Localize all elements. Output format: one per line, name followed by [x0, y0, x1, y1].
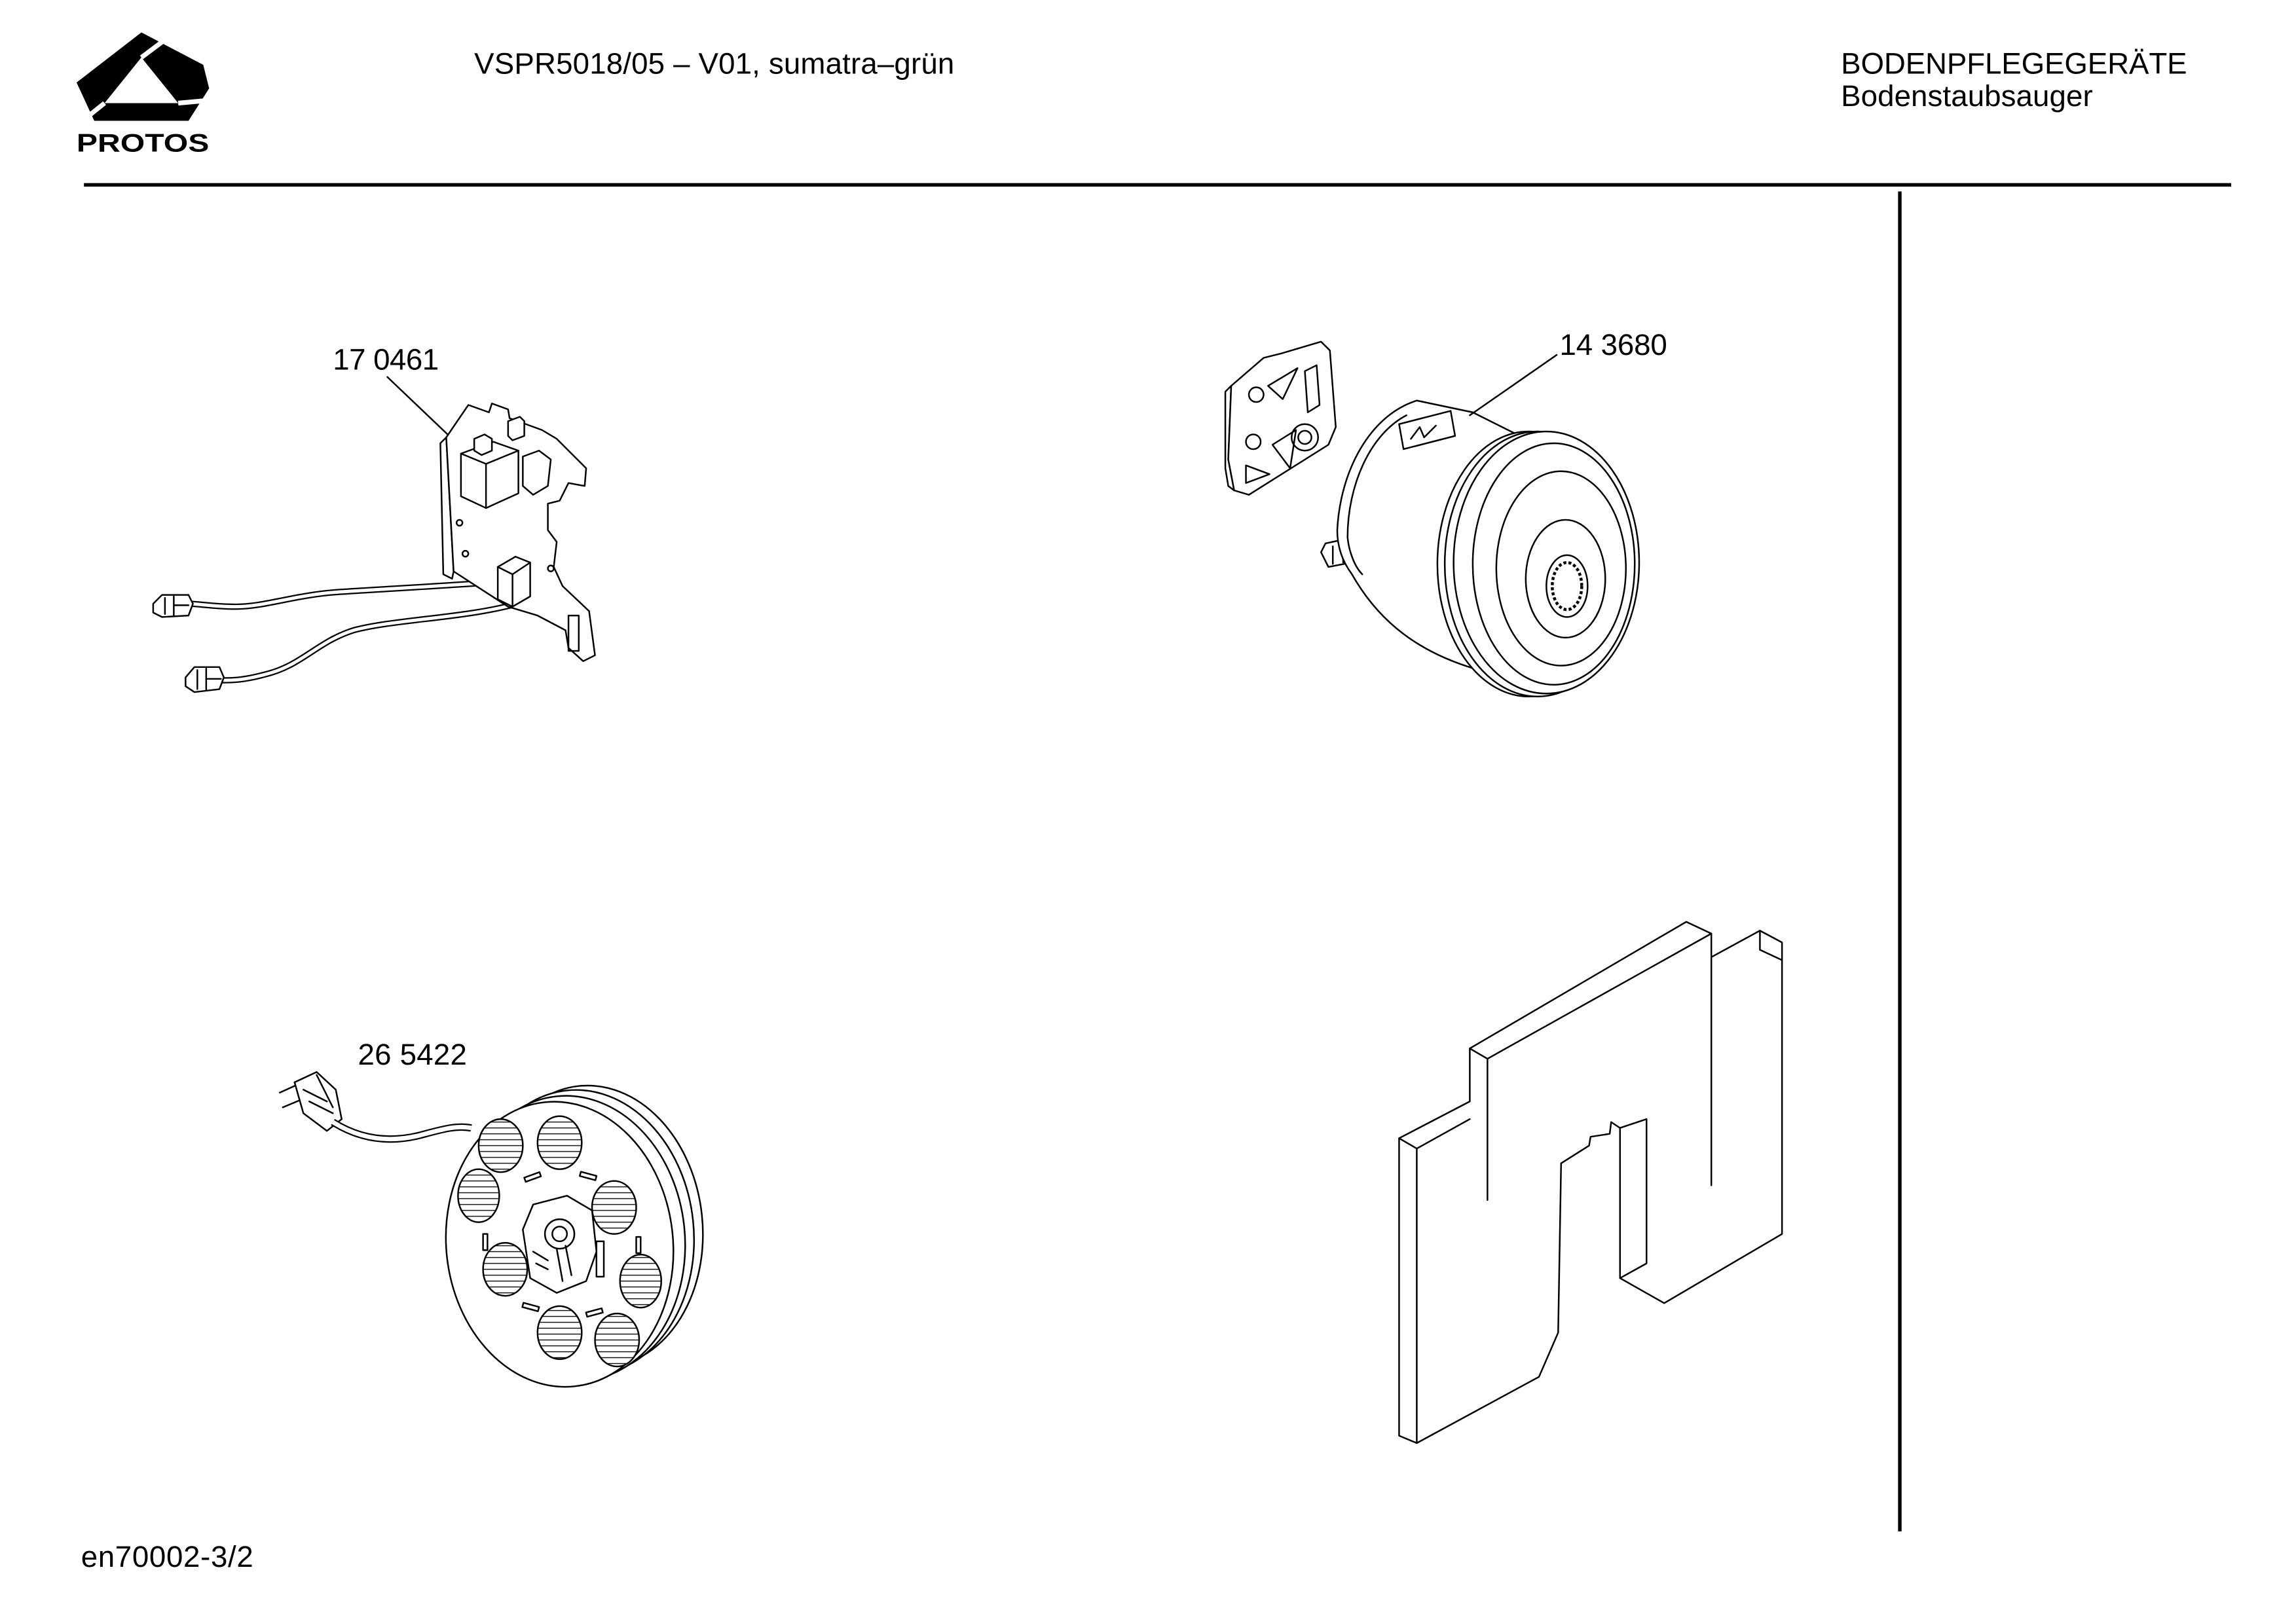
logo-inner-triangle: [104, 57, 179, 103]
reel-slot: [635, 1236, 642, 1255]
protos-logo: PROTOS: [76, 32, 211, 158]
logo-gap: [81, 101, 106, 123]
filter-edge: [1416, 1118, 1471, 1150]
reel-hole: [536, 1115, 583, 1170]
reel-hole: [457, 1168, 500, 1223]
mounting-hole: [461, 549, 470, 558]
mounting-hole: [547, 564, 555, 572]
fan-housing-ring: [1472, 442, 1636, 686]
rating-label: [1398, 410, 1456, 450]
switch-tab: [507, 416, 525, 441]
switch-bracket: [522, 449, 552, 496]
fan-hub: [1525, 519, 1606, 639]
switch-button: [473, 433, 493, 456]
capacitor: [496, 555, 531, 608]
reel-hole: [477, 1118, 524, 1173]
filter-foam-icon: [1398, 921, 1783, 1444]
switch-pcb-icon: 17 0461: [152, 343, 596, 693]
subcategory-heading: Bodenstaubsauger: [1841, 79, 2093, 113]
motor-body-edge: [1346, 414, 1407, 576]
fan-impeller-teeth: [1551, 560, 1583, 612]
reel-hub: [522, 1194, 605, 1294]
motor-icon: 14 3680: [1224, 328, 1667, 698]
part-number-label: 17 0461: [333, 343, 439, 376]
filter-edge: [1619, 1118, 1648, 1279]
logo-text: PROTOS: [77, 129, 209, 158]
filter-edge: [1759, 930, 1783, 961]
filter-edge: [1487, 932, 1713, 1060]
reel-hole: [536, 1305, 583, 1361]
board-slot: [567, 614, 580, 652]
motor-bracket: [1224, 340, 1337, 496]
part-number-label: 26 5422: [358, 1038, 466, 1071]
fan-housing-ring: [1495, 470, 1627, 667]
reel-hole: [619, 1253, 662, 1309]
logo-gap: [177, 98, 211, 106]
category-heading: BODENPFLEGEGERÄTE: [1841, 47, 2187, 81]
leader-line: [1469, 354, 1558, 416]
mounting-hole: [455, 519, 464, 527]
reel-slot: [585, 1307, 604, 1318]
wire-core: [221, 599, 528, 682]
reel-hole: [591, 1180, 637, 1235]
wire-core: [188, 579, 501, 609]
reel-slot: [482, 1233, 489, 1251]
filter-outline: [1398, 921, 1783, 1444]
part-number-label: 14 3680: [1560, 328, 1667, 361]
reel-hole: [594, 1312, 640, 1368]
spade-connector: [185, 666, 225, 693]
reel-hole: [482, 1241, 528, 1297]
logo-gap: [139, 37, 167, 60]
fan-housing-front: [1453, 430, 1640, 695]
leader-line: [386, 376, 451, 437]
document-title: VSPR5018/05 – V01, sumatra–grün: [474, 47, 954, 81]
pcb-board: [445, 403, 596, 663]
reel-slot: [521, 1302, 540, 1312]
document-code: en70002-3/2: [81, 1540, 253, 1573]
mains-plug: [279, 1071, 343, 1132]
switch-body: [460, 441, 519, 509]
reel-slot: [523, 1171, 542, 1183]
power-cable-core: [331, 1120, 472, 1142]
spade-connector: [152, 594, 194, 618]
cable-reel-icon: 26 5422: [279, 1038, 704, 1388]
reel-slot: [579, 1171, 598, 1181]
fan-inlet: [1546, 554, 1589, 618]
